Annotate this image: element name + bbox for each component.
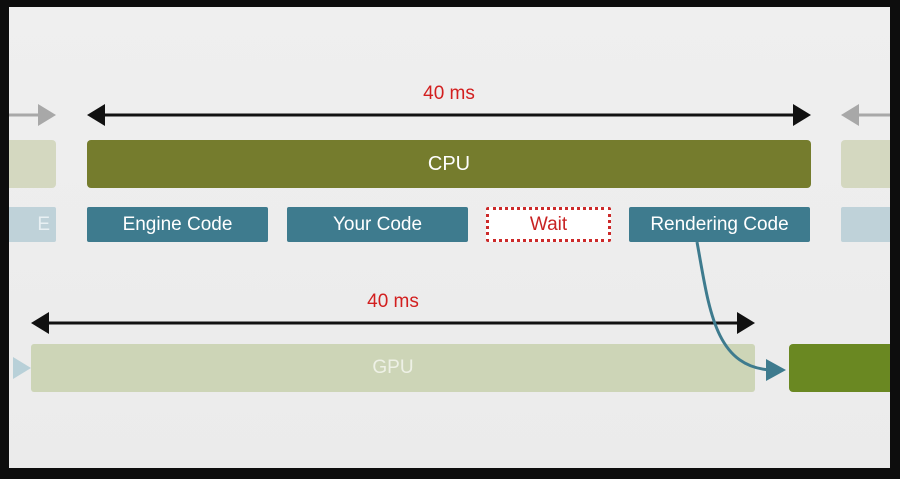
wait-segment: Wait: [486, 207, 611, 242]
your-code-label: Your Code: [332, 213, 423, 235]
rendering-code-segment: Rendering Code: [629, 207, 810, 242]
cpu-bar: CPU: [87, 140, 811, 188]
engine-code-segment: Engine Code: [87, 207, 268, 242]
gpu-bar-label: GPU: [372, 357, 414, 378]
engine-code-label: Engine Code: [122, 213, 233, 235]
gpu-duration-label: 40 ms: [367, 291, 419, 312]
next-frame-duration-line: [841, 104, 890, 126]
cpu-next-frame-bar: [841, 140, 890, 188]
cpu-bar-label: CPU: [427, 152, 471, 175]
cpu-duration-left-arrowhead: [87, 104, 105, 126]
cpu-duration-label: 40 ms: [423, 83, 475, 104]
frame-timing-diagram: 40 ms CPU E Engine Code Your Code Wait R…: [9, 7, 890, 468]
gpu-duration-line: [31, 312, 755, 334]
wait-label: Wait: [529, 213, 568, 235]
previous-frame-code-segment: E: [9, 207, 56, 242]
rendering-code-label: Rendering Code: [650, 213, 789, 235]
previous-frame-arrowhead: [38, 104, 56, 126]
cpu-previous-frame-bar: [9, 140, 56, 188]
connector-arrowhead: [766, 359, 786, 381]
gpu-bar: GPU: [31, 344, 755, 392]
previous-frame-duration-line: [9, 104, 56, 126]
previous-frame-code-label: E: [37, 213, 50, 235]
previous-gpu-arrowhead: [13, 357, 31, 379]
next-frame-code-segment: [841, 207, 890, 242]
cpu-duration-right-arrowhead: [793, 104, 811, 126]
gpu-duration-right-arrowhead: [737, 312, 755, 334]
gpu-next-frame-bar: [789, 344, 890, 392]
gpu-duration-left-arrowhead: [31, 312, 49, 334]
next-frame-arrowhead: [841, 104, 859, 126]
cpu-duration-line: [87, 104, 811, 126]
your-code-segment: Your Code: [287, 207, 468, 242]
